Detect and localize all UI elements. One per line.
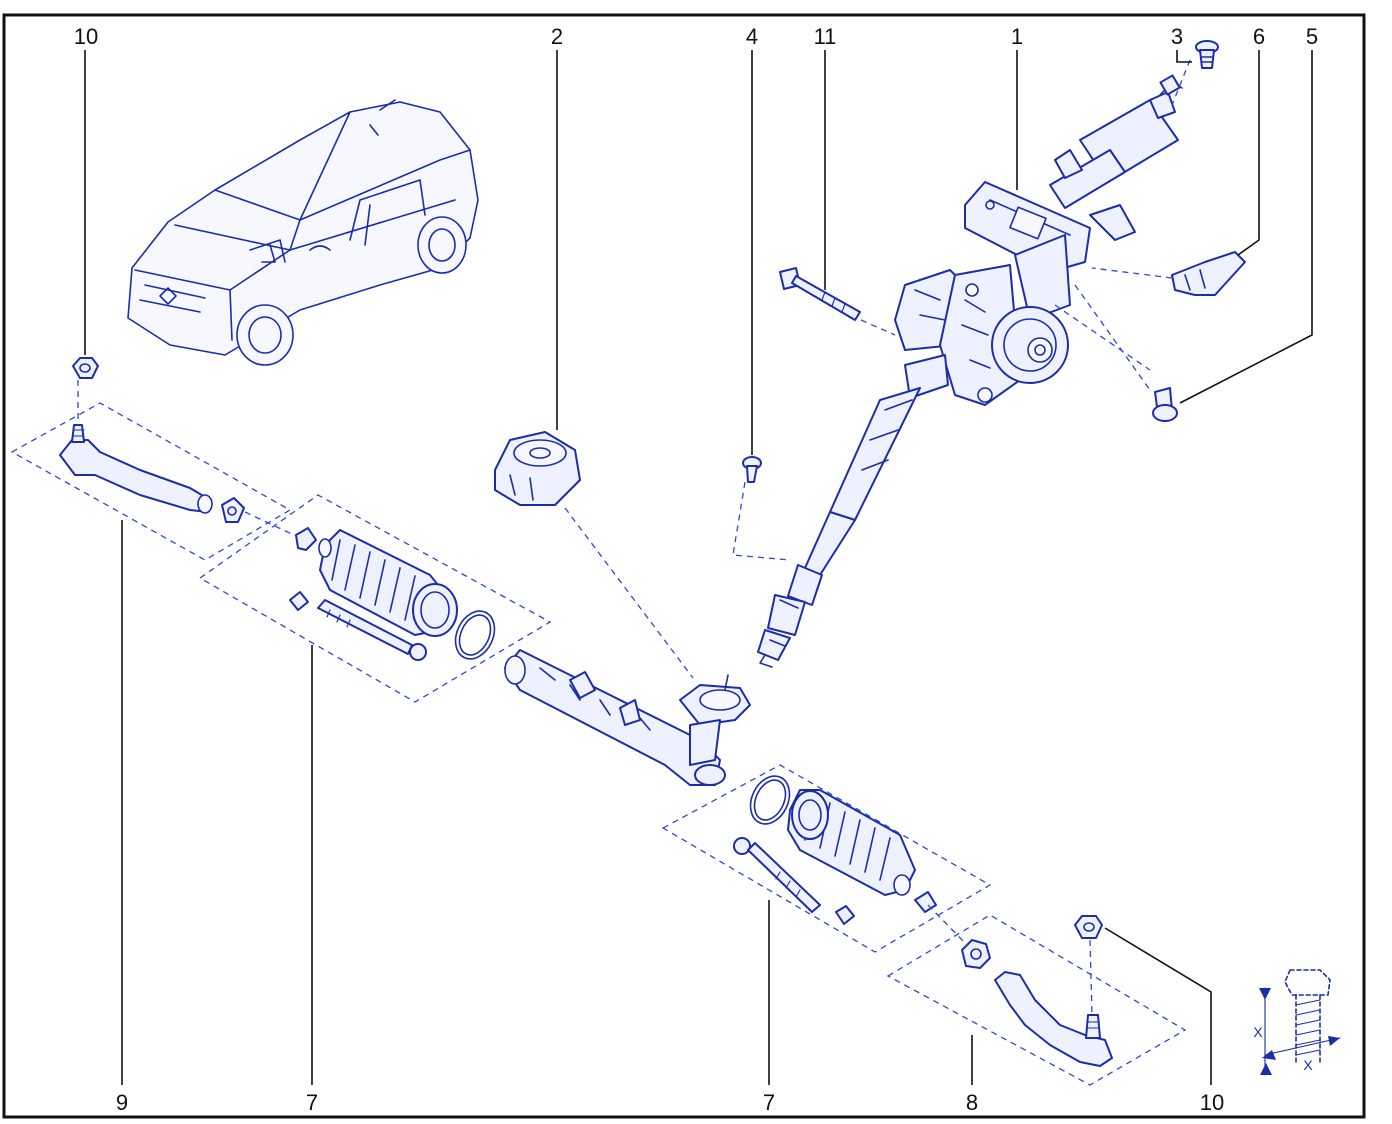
callout-7-left: 7 — [306, 1090, 318, 1115]
callout-11: 11 — [814, 24, 837, 49]
diagram-frame — [2, 13, 1366, 1119]
right-small-clip — [914, 891, 937, 913]
legend-x-horizontal: X — [1303, 1057, 1313, 1073]
part-11-long-bolt — [779, 267, 861, 321]
steering-rack — [504, 649, 751, 786]
left-clamp-ring — [454, 610, 496, 660]
callout-4: 4 — [746, 24, 758, 49]
leader-lines — [84, 50, 1313, 1085]
part-3-bolt — [1195, 40, 1219, 69]
right-clamp-ring — [749, 775, 791, 825]
callout-10-bottom-right: 10 — [1200, 1090, 1224, 1115]
left-small-clip — [295, 527, 317, 551]
callout-7-right: 7 — [763, 1090, 775, 1115]
callout-6: 6 — [1253, 24, 1265, 49]
part-10-nut-left — [72, 357, 99, 379]
part-7-bellows-right — [787, 789, 916, 896]
callout-9: 9 — [116, 1090, 128, 1115]
vehicle-illustration — [127, 99, 479, 366]
part-7-inner-rod-right — [733, 837, 855, 925]
part-6-clip — [1171, 251, 1246, 296]
part-9-tie-rod-end-left — [59, 424, 213, 514]
part-7-inner-rod-left — [289, 591, 427, 661]
callout-10-top-left: 10 — [74, 24, 98, 49]
part-7-bellows-left — [318, 529, 458, 637]
torque-legend-bolt: X X — [1253, 969, 1341, 1076]
group-outline-7-right — [661, 764, 992, 953]
callout-3: 3 — [1171, 24, 1183, 49]
right-lock-nut — [961, 939, 991, 969]
callout-2: 2 — [551, 24, 563, 49]
part-8-tie-rod-end-right — [994, 971, 1113, 1067]
group-outline-9 — [10, 402, 292, 561]
part-2-grommet — [494, 431, 581, 506]
part-10-nut-right — [1074, 915, 1103, 939]
group-outline-8 — [886, 914, 1187, 1086]
assembly-lines — [77, 59, 1191, 1016]
left-lock-nut — [221, 497, 245, 523]
callout-labels: 10 2 4 11 1 3 6 5 9 7 7 8 10 — [74, 24, 1318, 1115]
callout-5: 5 — [1306, 24, 1318, 49]
callout-1: 1 — [1011, 24, 1023, 49]
part-4-bolt — [742, 456, 762, 483]
steering-column-assembly — [757, 74, 1183, 668]
legend-x-vertical: X — [1253, 1024, 1263, 1040]
group-outline-7-left — [198, 494, 552, 703]
callout-8: 8 — [966, 1090, 978, 1115]
part-5-cap — [1152, 387, 1178, 422]
